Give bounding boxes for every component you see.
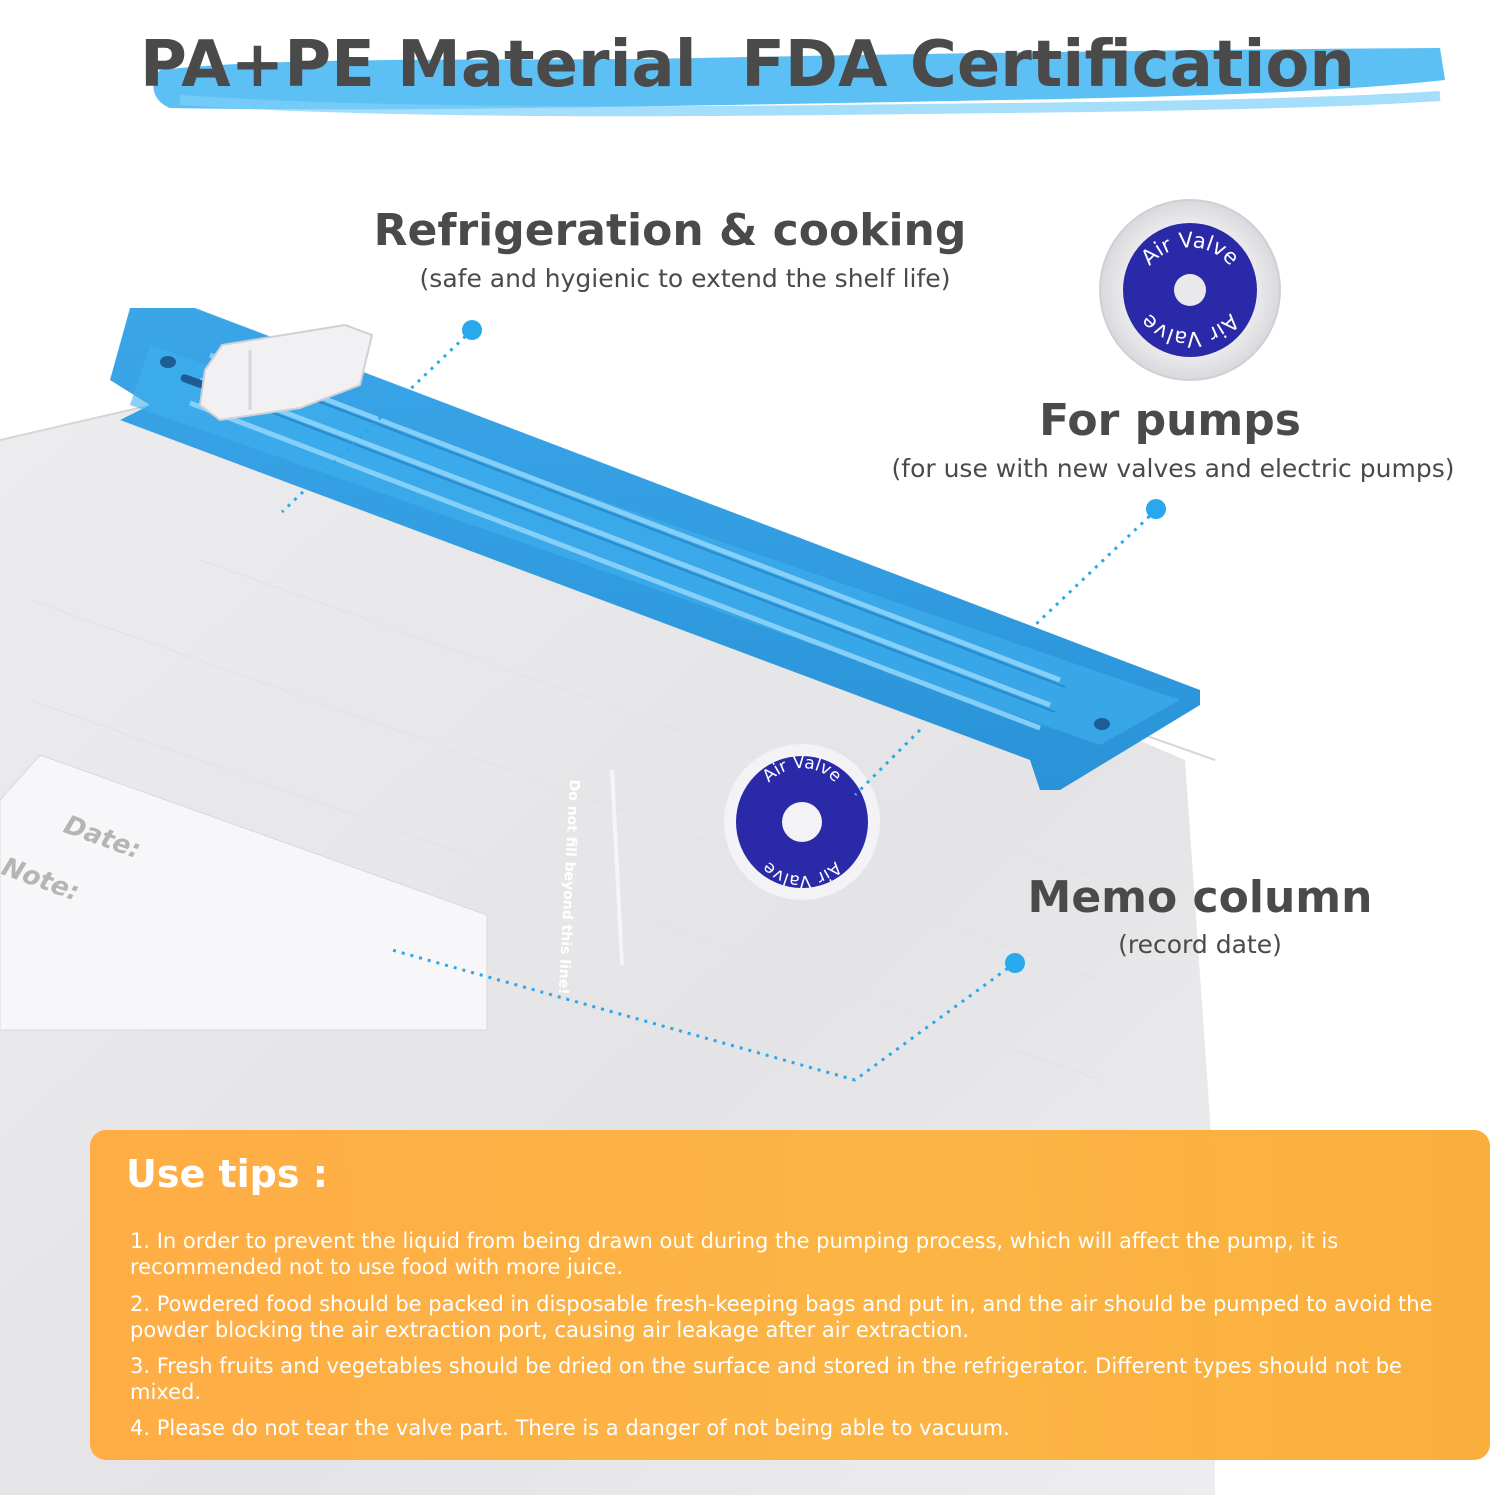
pumps-subtitle: (for use with new valves and electric pu…: [891, 454, 1455, 483]
memo-title: Memo column: [1027, 872, 1373, 923]
dot-memo: [1005, 953, 1025, 973]
memo-subtitle: (record date): [1118, 930, 1282, 959]
pumps-title: For pumps: [1039, 395, 1301, 446]
brush-stroke: [153, 48, 1446, 110]
use-tips-title: Use tips :: [126, 1152, 328, 1196]
refrigeration-title: Refrigeration & cooking: [373, 205, 967, 256]
zipper-slider: [198, 323, 374, 422]
dot-pumps: [1146, 499, 1166, 519]
fill-line: [610, 769, 624, 966]
connector-pumps-valve: [853, 728, 922, 797]
connector-memo: [391, 948, 1016, 1082]
headline: PA+PE Material FDA Certification: [140, 28, 1355, 102]
tip-item: 1. In order to prevent the liquid from b…: [130, 1229, 1339, 1279]
refrigeration-subtitle: (safe and hygienic to extend the shelf l…: [419, 264, 951, 293]
inset-valve: [1099, 199, 1281, 381]
memo-label-area: [0, 754, 488, 1031]
use-tips-panel: Use tips : 1. In order to prevent the li…: [90, 1130, 1490, 1460]
connector-pumps: [1030, 508, 1158, 630]
tip-item: 4. Please do not tear the valve part. Th…: [130, 1416, 1010, 1440]
dot-refrigeration: [462, 320, 482, 340]
bag-valve: [724, 744, 880, 900]
tip-item: 2. Powdered food should be packed in dis…: [130, 1292, 1433, 1342]
tip-item: 3. Fresh fruits and vegetables should be…: [130, 1354, 1402, 1404]
